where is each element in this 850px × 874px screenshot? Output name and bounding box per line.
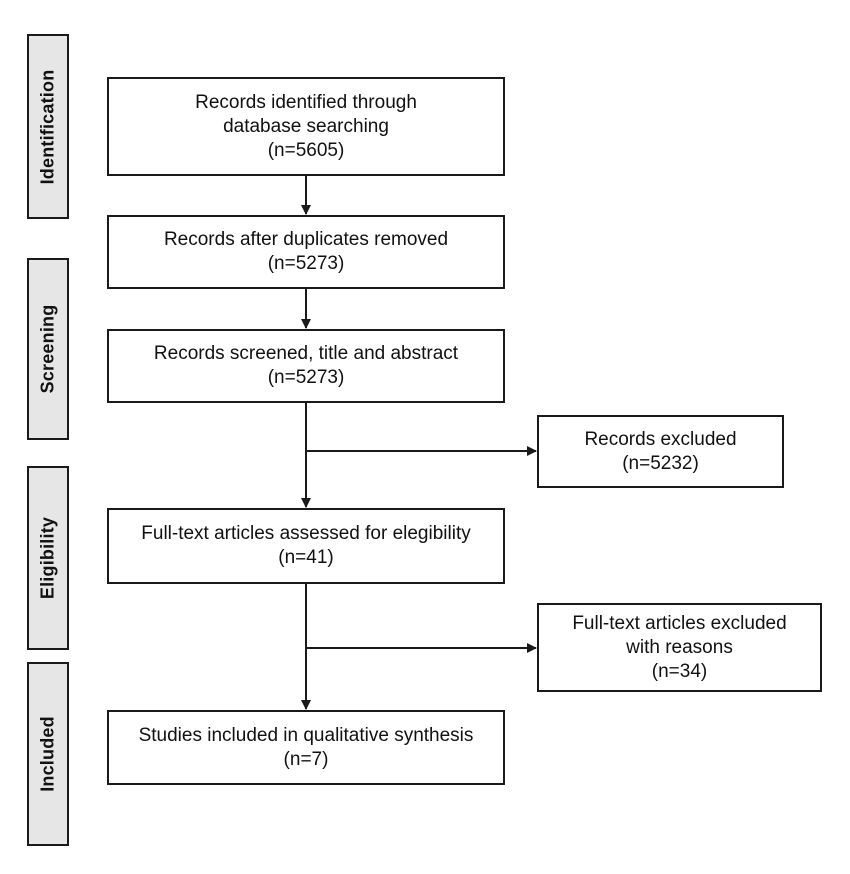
box-studies-included-count: (n=7)	[283, 748, 329, 770]
stage-screening: Screening	[27, 258, 69, 440]
box-after-duplicates: Records after duplicates removed (n=5273…	[107, 215, 505, 289]
stage-eligibility: Eligibility	[27, 466, 69, 650]
stage-included-label: Included	[37, 716, 58, 792]
box-records-identified-line2: database searching	[223, 115, 389, 137]
box-studies-included-line1: Studies included in qualitative synthesi…	[138, 724, 474, 746]
box-full-text-assessed: Full-text articles assessed for elegibil…	[107, 508, 505, 584]
box-studies-included: Studies included in qualitative synthesi…	[107, 710, 505, 785]
box-records-identified-line1: Records identified through	[195, 91, 417, 113]
box-records-screened-count: (n=5273)	[267, 367, 345, 388]
box-records-excluded-count: (n=5232)	[622, 452, 699, 474]
stage-identification: Identification	[27, 34, 69, 219]
stage-screening-label: Screening	[37, 304, 58, 394]
box-records-identified-count: (n=5605)	[267, 139, 345, 161]
box-full-text-excluded-line1: Full-text articles excluded	[572, 612, 787, 634]
box-full-text-assessed-count: (n=41)	[278, 547, 334, 568]
box-after-duplicates-line1: Records after duplicates removed	[163, 229, 449, 250]
stage-eligibility-label: Eligibility	[37, 516, 58, 600]
stage-identification-label: Identification	[37, 69, 58, 184]
box-records-screened-line1: Records screened, title and abstract	[153, 343, 459, 364]
box-records-excluded: Records excluded (n=5232)	[537, 415, 784, 488]
box-records-screened: Records screened, title and abstract (n=…	[107, 329, 505, 403]
box-full-text-assessed-line1: Full-text articles assessed for elegibil…	[141, 523, 471, 544]
box-records-excluded-line1: Records excluded	[584, 428, 737, 450]
box-after-duplicates-count: (n=5273)	[267, 253, 345, 274]
stage-included: Included	[27, 662, 69, 846]
box-records-identified: Records identified through database sear…	[107, 77, 505, 176]
box-full-text-excluded-line2: with reasons	[626, 636, 733, 658]
box-full-text-excluded-count: (n=34)	[651, 660, 708, 682]
box-full-text-excluded: Full-text articles excluded with reasons…	[537, 603, 822, 692]
